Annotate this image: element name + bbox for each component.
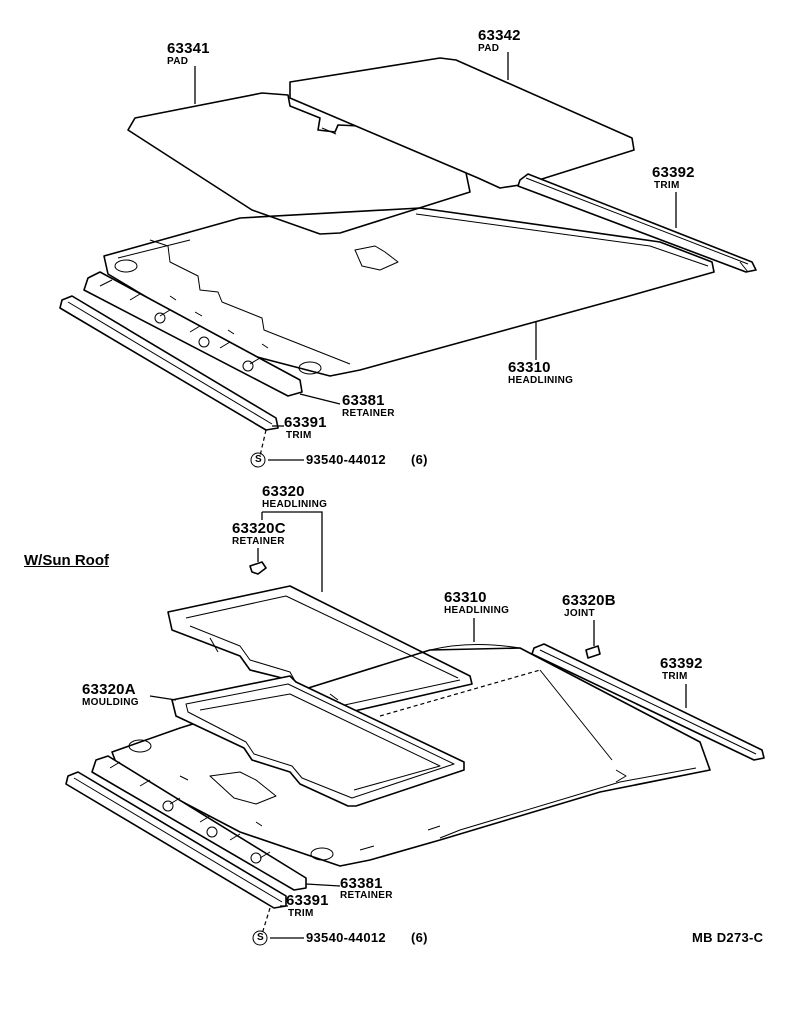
moulding-63320a-shape: [171, 675, 465, 807]
headlining-63310-shape: [103, 207, 715, 377]
label-63391-bottom-number: 63391: [286, 892, 329, 909]
label-63310-bottom-number: 63310: [444, 589, 487, 606]
label-63320c-number: 63320C: [232, 520, 286, 537]
label-63320b-name: JOINT: [564, 608, 595, 619]
drawing-code: MB D273-C: [692, 930, 764, 945]
retainer-63381-shape: [83, 271, 303, 397]
trim-63392-shape: [517, 173, 757, 273]
retainer-63381-bottom-shape: [91, 755, 307, 891]
label-63391-number: 63391: [284, 414, 327, 431]
label-screw-bottom-number: 93540-44012: [306, 930, 386, 945]
label-screw-bottom-qty: (6): [411, 930, 428, 945]
label-63320-name: HEADLINING: [262, 499, 328, 510]
label-screw-top-qty: (6): [411, 452, 428, 467]
screw-symbol-bottom: S: [257, 932, 264, 943]
label-63392-number: 63392: [652, 164, 695, 181]
label-63342-name: PAD: [478, 43, 500, 54]
section-title: W/Sun Roof: [24, 552, 109, 569]
label-63392-bottom-number: 63392: [660, 655, 703, 672]
label-63391-bottom-name: TRIM: [288, 908, 314, 919]
label-63310-number: 63310: [508, 359, 551, 376]
screw-symbol-top: S: [255, 454, 262, 465]
label-63391-name: TRIM: [286, 430, 312, 441]
label-63381-number: 63381: [342, 392, 385, 409]
label-63310-name: HEADLINING: [508, 375, 574, 386]
label-63320-number: 63320: [262, 483, 305, 500]
label-63381-bottom-name: RETAINER: [340, 890, 393, 901]
label-63341-number: 63341: [167, 40, 210, 57]
pad-63342-shape: [289, 57, 635, 189]
label-63392-bottom-name: TRIM: [662, 671, 688, 682]
label-63381-name: RETAINER: [342, 408, 395, 419]
joint-63320b-shape: [585, 645, 601, 659]
label-63341-name: PAD: [167, 56, 189, 67]
label-screw-top-number: 93540-44012: [306, 452, 386, 467]
label-63320a-number: 63320A: [82, 681, 136, 698]
label-63310-bottom-name: HEADLINING: [444, 605, 510, 616]
label-63381-bottom-number: 63381: [340, 875, 383, 892]
label-63320b-number: 63320B: [562, 592, 616, 609]
sunroof-retainer-63320c-shape: [249, 561, 267, 575]
label-63342-number: 63342: [478, 27, 521, 44]
label-63392-name: TRIM: [654, 180, 680, 191]
label-63320a-name: MOULDING: [82, 697, 139, 708]
label-63320c-name: RETAINER: [232, 536, 285, 547]
